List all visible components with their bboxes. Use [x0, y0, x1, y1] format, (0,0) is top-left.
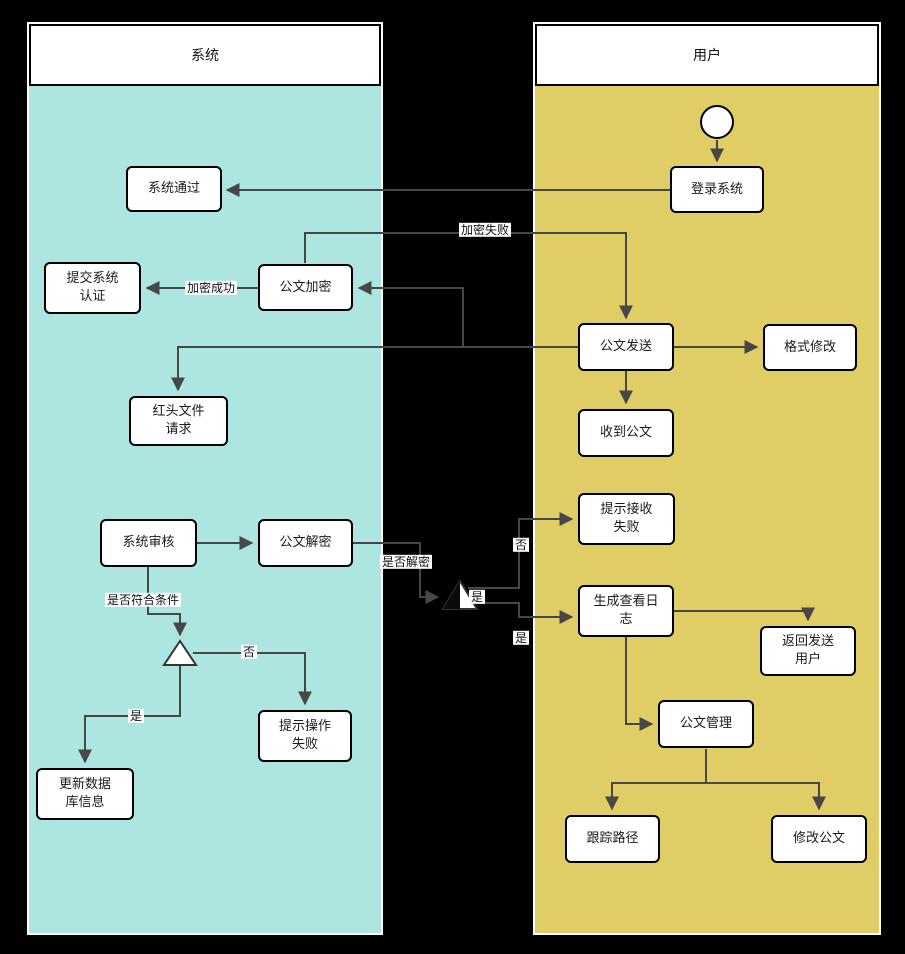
start-node: [700, 105, 734, 139]
edge-label-decrypt-question: 是否解密: [379, 554, 433, 570]
node-doc-decrypt: 公文解密: [258, 519, 353, 567]
node-receive-fail-prompt: 提示接收 失败: [578, 493, 675, 545]
node-track-path: 跟踪路径: [565, 815, 660, 863]
node-login: 登录系统: [670, 166, 764, 213]
node-redhead-request: 红头文件 请求: [129, 396, 228, 446]
swimlane-user-title: 用户: [535, 24, 879, 86]
node-doc-send: 公文发送: [578, 323, 674, 371]
decrypt-decision-triangle-dark-half: [443, 581, 460, 609]
edge-label-condition-no: 否: [240, 644, 258, 660]
node-system-pass: 系统通过: [126, 166, 222, 212]
node-doc-manage: 公文管理: [658, 700, 754, 748]
edge-label-condition-yes: 是: [127, 708, 145, 724]
node-op-fail-prompt: 提示操作 失败: [258, 710, 352, 762]
swimlane-system-title: 系统: [29, 24, 381, 86]
edge-label-encrypt-fail: 加密失败: [458, 222, 512, 238]
node-format-modify: 格式修改: [763, 324, 857, 371]
swimlane-user: 用户: [533, 22, 881, 935]
node-system-review: 系统审核: [100, 519, 197, 567]
node-receive-doc: 收到公文: [578, 409, 674, 457]
node-doc-encrypt: 公文加密: [258, 264, 353, 311]
node-submit-auth: 提交系统 认证: [44, 262, 141, 314]
edge-label-decrypt-yes: 是: [512, 630, 530, 646]
node-generate-log: 生成查看日 志: [578, 585, 674, 637]
node-update-db: 更新数据 库信息: [36, 768, 134, 820]
edge-label-decrypt-no: 否: [512, 537, 530, 553]
node-return-sender: 返回发送 用户: [760, 626, 856, 676]
edge-label-encrypt-success: 加密成功: [184, 280, 238, 296]
edge-label-condition-question: 是否符合条件: [104, 592, 182, 608]
node-modify-doc: 修改公文: [771, 815, 867, 863]
edge-label-decrypt-yes-near-triangle: 是: [468, 589, 486, 605]
